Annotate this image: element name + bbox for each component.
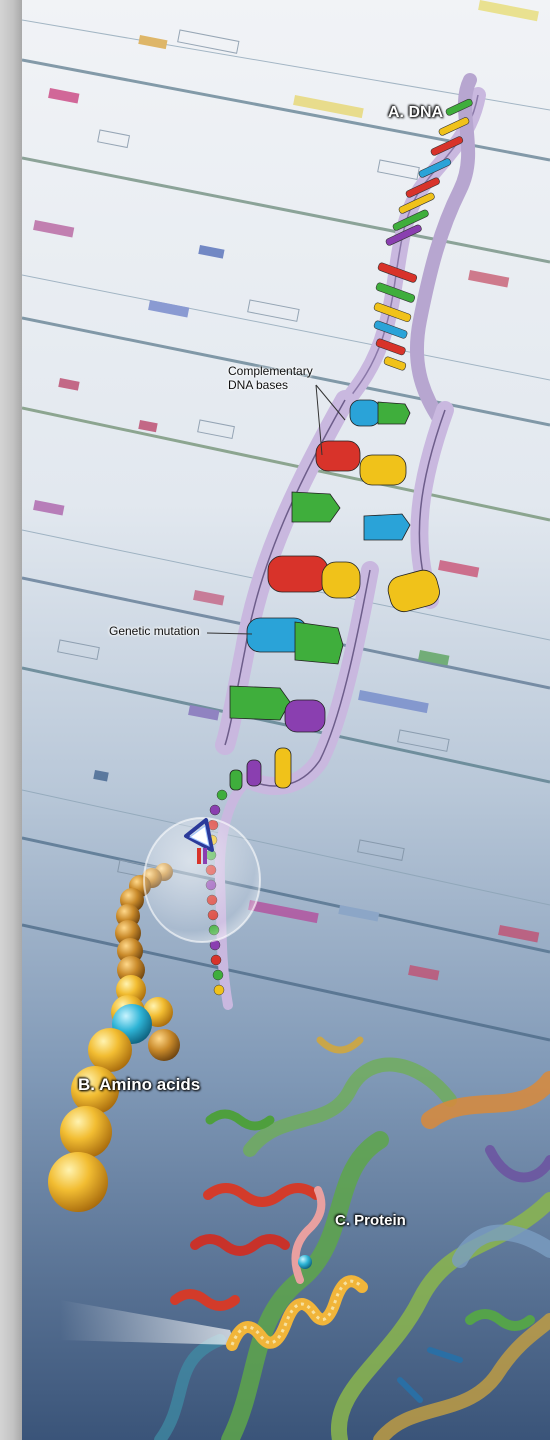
label-genetic-mutation: Genetic mutation	[109, 624, 200, 638]
label-protein: C. Protein	[335, 1212, 406, 1229]
label-amino-acids: B. Amino acids	[78, 1075, 200, 1095]
ribosome-bubble	[144, 818, 260, 942]
label-complementary-line1: Complementary	[228, 364, 313, 378]
label-dna: A. DNA	[388, 104, 443, 122]
label-complementary-dna-bases: Complementary DNA bases	[228, 364, 313, 392]
label-complementary-line2: DNA bases	[228, 378, 313, 392]
dna-to-protein-illustration	[22, 0, 550, 1440]
left-edge-strip	[0, 0, 22, 1440]
